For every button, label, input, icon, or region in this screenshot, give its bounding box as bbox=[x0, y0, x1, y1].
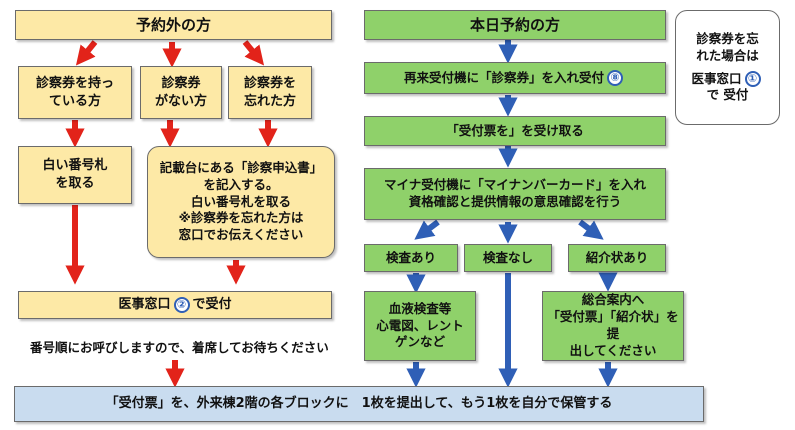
referral-detail: 総合案内へ 「受付票」「紹介状」を提 出してください bbox=[542, 291, 684, 361]
branch-no-exam: 検査なし bbox=[464, 244, 552, 272]
counter2-label: 医事窓口 bbox=[118, 297, 171, 313]
exam-detail-line2: 心電図、レント bbox=[376, 317, 464, 333]
case-no-card: 診察券 がない方 bbox=[140, 66, 222, 119]
take-white-ticket-line1: 白い番号札 bbox=[42, 158, 108, 174]
referral-detail-line2: 「受付票」「紹介状」を提 bbox=[547, 309, 679, 341]
fill-form-line2: を記入する。 bbox=[203, 176, 279, 192]
fill-form-line1: 記載台にある「診察申込書」 bbox=[159, 159, 323, 175]
medical-counter-2: 医事窓口 ② で受付 bbox=[18, 291, 332, 319]
branch-with-exam-label: 検査あり bbox=[385, 249, 436, 265]
side-note-tail: で 受付 bbox=[706, 87, 749, 103]
reception-machine-step: 再来受付機に「診察券」を入れ受付 ⑧ bbox=[364, 62, 666, 94]
take-white-ticket: 白い番号札 を取る bbox=[18, 146, 132, 204]
blue-arrow bbox=[414, 219, 440, 240]
side-note-line1: 診察券を忘 bbox=[696, 30, 759, 46]
case-no-card-line1: 診察券 bbox=[161, 75, 201, 91]
branch-referral: 紹介状あり bbox=[568, 244, 666, 272]
walkin-header-label: 予約外の方 bbox=[135, 15, 211, 34]
submit-slip-instruction: 「受付票」を、外来棟2階の各ブロックに 1枚を提出して、もう1枚を自分で保管する bbox=[14, 386, 704, 422]
red-arrow bbox=[75, 40, 98, 66]
case-forgot-card-line2: 忘れた方 bbox=[243, 93, 296, 109]
mynumber-line2: 資格確認と提供情報の意思確認を行う bbox=[408, 194, 622, 209]
counter-number-8: ⑧ bbox=[607, 70, 623, 86]
counter2-tail: で受付 bbox=[192, 297, 232, 313]
receive-slip-step: 「受付票を」を受け取る bbox=[364, 116, 666, 146]
exam-detail: 血液検査等 心電図、レント ゲンなど bbox=[364, 291, 476, 361]
fill-form-line4: ※診察券を忘れた方は bbox=[178, 210, 304, 226]
mynumber-line1: マイナ受付機に「マイナンバーカード」を入れ bbox=[383, 177, 646, 193]
case-has-card-line2: ている方 bbox=[48, 93, 101, 109]
case-forgot-card: 診察券を 忘れた方 bbox=[228, 66, 312, 119]
mynumber-card-step: マイナ受付機に「マイナンバーカード」を入れ 資格確認と提供情報の意思確認を行う bbox=[364, 168, 666, 220]
receive-slip-text: 「受付票を」を受け取る bbox=[446, 122, 584, 138]
take-white-ticket-line2: を取る bbox=[55, 176, 95, 191]
branch-with-exam: 検査あり bbox=[364, 244, 458, 272]
counter-number-2: ② bbox=[173, 297, 190, 313]
case-no-card-line2: がない方 bbox=[154, 93, 207, 109]
side-note-line2: れた場合は bbox=[696, 47, 759, 63]
red-arrow bbox=[242, 40, 265, 66]
reserved-header-label: 本日予約の方 bbox=[469, 15, 560, 34]
branch-no-exam-label: 検査なし bbox=[482, 249, 533, 265]
referral-detail-line1: 総合案内へ bbox=[581, 292, 645, 308]
counter-number-1: ① bbox=[744, 71, 761, 87]
case-has-card: 診察券を持っ ている方 bbox=[18, 66, 132, 119]
fill-form-line3: 白い番号札を取る bbox=[190, 193, 291, 209]
exam-detail-line1: 血液検査等 bbox=[388, 300, 452, 316]
case-forgot-card-line1: 診察券を bbox=[243, 75, 296, 91]
reserved-header: 本日予約の方 bbox=[364, 10, 666, 40]
wait-note: 番号順にお呼びしますので、着席してお待ちください bbox=[30, 340, 329, 355]
blue-arrow bbox=[578, 219, 604, 240]
case-has-card-line1: 診察券を持っ bbox=[35, 75, 114, 91]
fill-form-line5: 窓口でお伝えください bbox=[178, 227, 304, 243]
walkin-header: 予約外の方 bbox=[15, 10, 332, 40]
exam-detail-line3: ゲンなど bbox=[394, 334, 445, 350]
referral-detail-line3: 出してください bbox=[569, 342, 657, 358]
fill-application-form: 記載台にある「診察申込書」 を記入する。 白い番号札を取る ※診察券を忘れた方は… bbox=[147, 146, 335, 258]
side-note-counter-label: 医事窓口 bbox=[691, 70, 742, 86]
reception-machine-text: 再来受付機に「診察券」を入れ受付 bbox=[403, 69, 604, 85]
branch-referral-label: 紹介状あり bbox=[585, 249, 649, 265]
submit-slip-text: 「受付票」を、外来棟2階の各ブロックに 1枚を提出して、もう1枚を自分で保管する bbox=[105, 396, 613, 412]
